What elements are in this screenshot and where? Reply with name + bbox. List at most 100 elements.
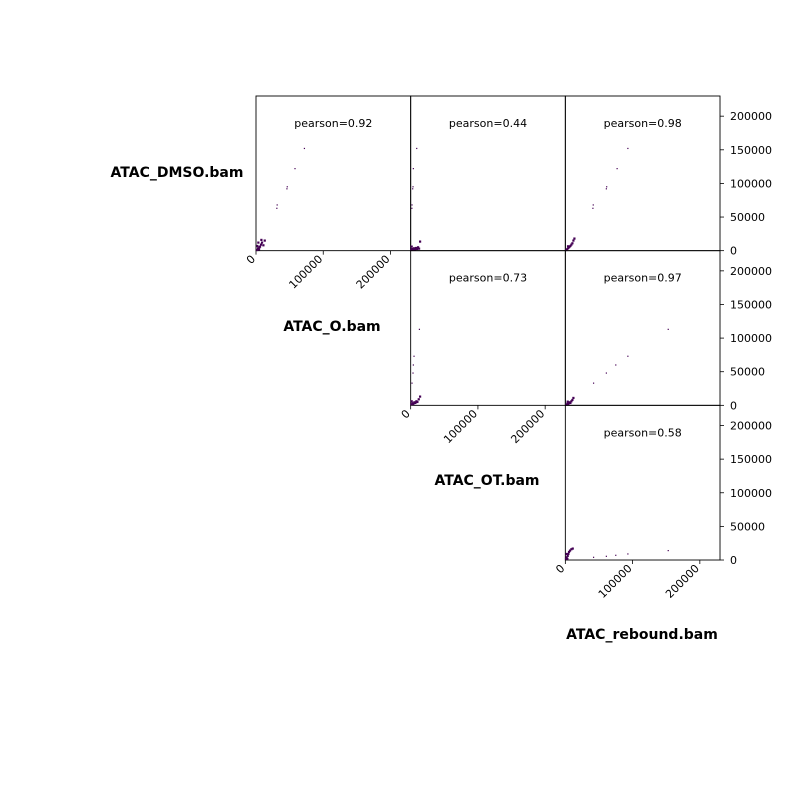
- scatter-point: [416, 147, 418, 150]
- scatter-point: [592, 382, 595, 384]
- scatter-point: [303, 147, 306, 150]
- scatter-point: [606, 186, 608, 188]
- x-tick-label: 200000: [508, 407, 547, 446]
- scatter-point: [567, 550, 571, 554]
- scatter-point: [570, 400, 573, 403]
- scatter-point: [260, 241, 264, 244]
- scatter-point: [592, 556, 595, 558]
- scatter-point: [418, 395, 422, 398]
- scatter-point: [417, 398, 420, 401]
- y-tick-label: 100000: [730, 487, 772, 500]
- scatter-point: [276, 207, 278, 209]
- scatter-point: [571, 547, 574, 550]
- scatter-point: [259, 243, 263, 246]
- scatter-point: [667, 549, 669, 552]
- scatter-point: [572, 239, 575, 242]
- scatter-point: [566, 557, 569, 561]
- x-tick-label: 100000: [596, 562, 635, 601]
- scatter-point: [627, 147, 629, 150]
- y-tick-label: 0: [730, 245, 737, 258]
- scatter-point: [411, 207, 413, 209]
- scatter-point: [569, 244, 572, 248]
- scatter-point: [417, 247, 421, 250]
- scatter-point: [616, 168, 618, 170]
- scatter-point: [592, 207, 594, 209]
- x-tick-label: 0: [399, 407, 413, 421]
- scatter-point: [567, 552, 570, 556]
- scatter-point: [605, 555, 607, 557]
- scatter-point: [257, 248, 261, 251]
- scatter-point: [412, 188, 414, 190]
- x-tick-label: 200000: [663, 562, 702, 601]
- sample-label: ATAC_OT.bam: [434, 473, 539, 489]
- scatter-point: [410, 245, 413, 248]
- y-tick-label: 0: [730, 554, 737, 567]
- scatter-point: [415, 247, 419, 251]
- scatter-point: [416, 400, 419, 404]
- scatter-point: [627, 355, 629, 357]
- scatter-point: [572, 396, 575, 400]
- y-tick-label: 100000: [730, 177, 772, 190]
- y-tick-label: 50000: [730, 520, 765, 533]
- scatter-point: [565, 552, 568, 556]
- scatter-point: [262, 244, 265, 247]
- pearson-label: pearson=0.98: [604, 117, 682, 130]
- y-tick-label: 200000: [730, 110, 772, 123]
- scatter-point: [260, 238, 263, 242]
- y-tick-label: 150000: [730, 298, 772, 311]
- scatter-point: [573, 237, 576, 240]
- scatter-point: [564, 557, 568, 560]
- scatter-point: [627, 553, 629, 555]
- x-tick-label: 100000: [441, 407, 480, 446]
- scatter-point: [286, 186, 288, 188]
- scatter-point: [412, 186, 414, 188]
- scatter-point: [411, 382, 413, 384]
- scatter-point: [263, 239, 266, 242]
- scatter-point: [276, 204, 278, 206]
- x-tick-label: 100000: [286, 253, 325, 292]
- scatter-point: [592, 204, 594, 206]
- pearson-label: pearson=0.73: [449, 272, 527, 285]
- scatter-point: [566, 245, 570, 248]
- scatter-point: [615, 364, 617, 366]
- scatter-point: [412, 168, 414, 170]
- scatter-point: [605, 372, 607, 374]
- scatter-point: [418, 328, 421, 330]
- scatter-point: [413, 355, 415, 357]
- y-tick-label: 100000: [730, 332, 772, 345]
- scatter-point: [565, 556, 568, 559]
- sample-label: ATAC_rebound.bam: [566, 627, 718, 643]
- scatter-point: [412, 372, 414, 374]
- scatter-point: [256, 244, 259, 248]
- scatter-point: [411, 204, 413, 206]
- scatter-point: [255, 248, 259, 252]
- scatter-point: [286, 188, 288, 190]
- sample-label: ATAC_O.bam: [283, 319, 380, 335]
- scatter-point: [412, 247, 416, 250]
- x-tick-label: 200000: [354, 253, 393, 292]
- scatter-point: [570, 548, 573, 551]
- y-tick-label: 200000: [730, 420, 772, 433]
- scatter-point: [413, 248, 417, 251]
- y-tick-label: 50000: [730, 211, 765, 224]
- scatter-point: [615, 554, 617, 556]
- scatter-point: [567, 402, 570, 406]
- scatter-point: [571, 242, 574, 245]
- scatter-point: [412, 364, 414, 366]
- scatter-point: [294, 168, 296, 170]
- scatter-point: [566, 400, 569, 403]
- scatter-point: [416, 246, 420, 249]
- scatter-point: [258, 246, 261, 249]
- y-tick-label: 0: [730, 399, 737, 412]
- panel-frame: [564, 404, 721, 561]
- x-tick-label: 0: [244, 253, 258, 267]
- x-tick-label: 0: [553, 562, 567, 576]
- y-tick-label: 50000: [730, 366, 765, 379]
- scatter-point: [568, 549, 572, 552]
- pearson-label: pearson=0.58: [604, 426, 682, 439]
- pearson-label: pearson=0.92: [294, 117, 372, 130]
- scatter-point: [569, 401, 572, 405]
- scatter-point: [667, 328, 669, 330]
- scatter-point: [414, 401, 417, 405]
